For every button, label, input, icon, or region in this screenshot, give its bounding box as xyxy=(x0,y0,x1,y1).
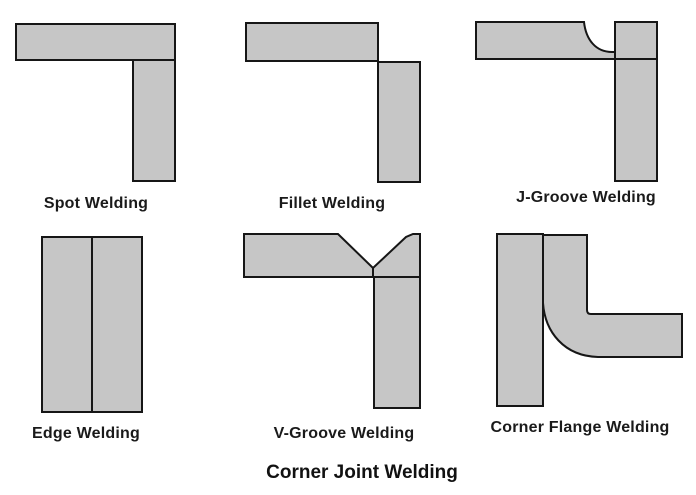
spot-welding-diagram xyxy=(15,23,176,182)
edge-welding-label: Edge Welding xyxy=(32,425,140,442)
corner-flange-bent-plate xyxy=(542,234,683,358)
corner-flange-welding-label: Corner Flange Welding xyxy=(490,419,670,436)
spot-vertical-plate xyxy=(132,59,176,182)
j-groove-vertical-plate xyxy=(614,21,658,182)
fillet-welding-label: Fillet Welding xyxy=(278,195,386,212)
j-groove-welding-diagram xyxy=(475,21,658,182)
spot-welding-label: Spot Welding xyxy=(43,195,149,212)
fillet-horizontal-plate xyxy=(245,22,379,62)
corner-flange-vertical-plate xyxy=(496,233,544,407)
page-title: Corner Joint Welding xyxy=(266,462,458,483)
v-groove-vertical-plate xyxy=(373,276,421,409)
corner-flange-welding-diagram xyxy=(496,233,683,407)
spot-horizontal-plate xyxy=(15,23,176,61)
j-groove-horizontal-plate xyxy=(475,21,616,60)
v-groove-welding-label: V-Groove Welding xyxy=(273,425,415,442)
v-groove-horizontal-plate xyxy=(243,233,421,278)
fillet-welding-diagram xyxy=(245,22,421,183)
v-groove-welding-diagram xyxy=(243,233,421,409)
fillet-vertical-plate xyxy=(377,61,421,183)
j-groove-welding-label: J-Groove Welding xyxy=(516,189,656,206)
edge-welding-diagram xyxy=(41,236,143,413)
